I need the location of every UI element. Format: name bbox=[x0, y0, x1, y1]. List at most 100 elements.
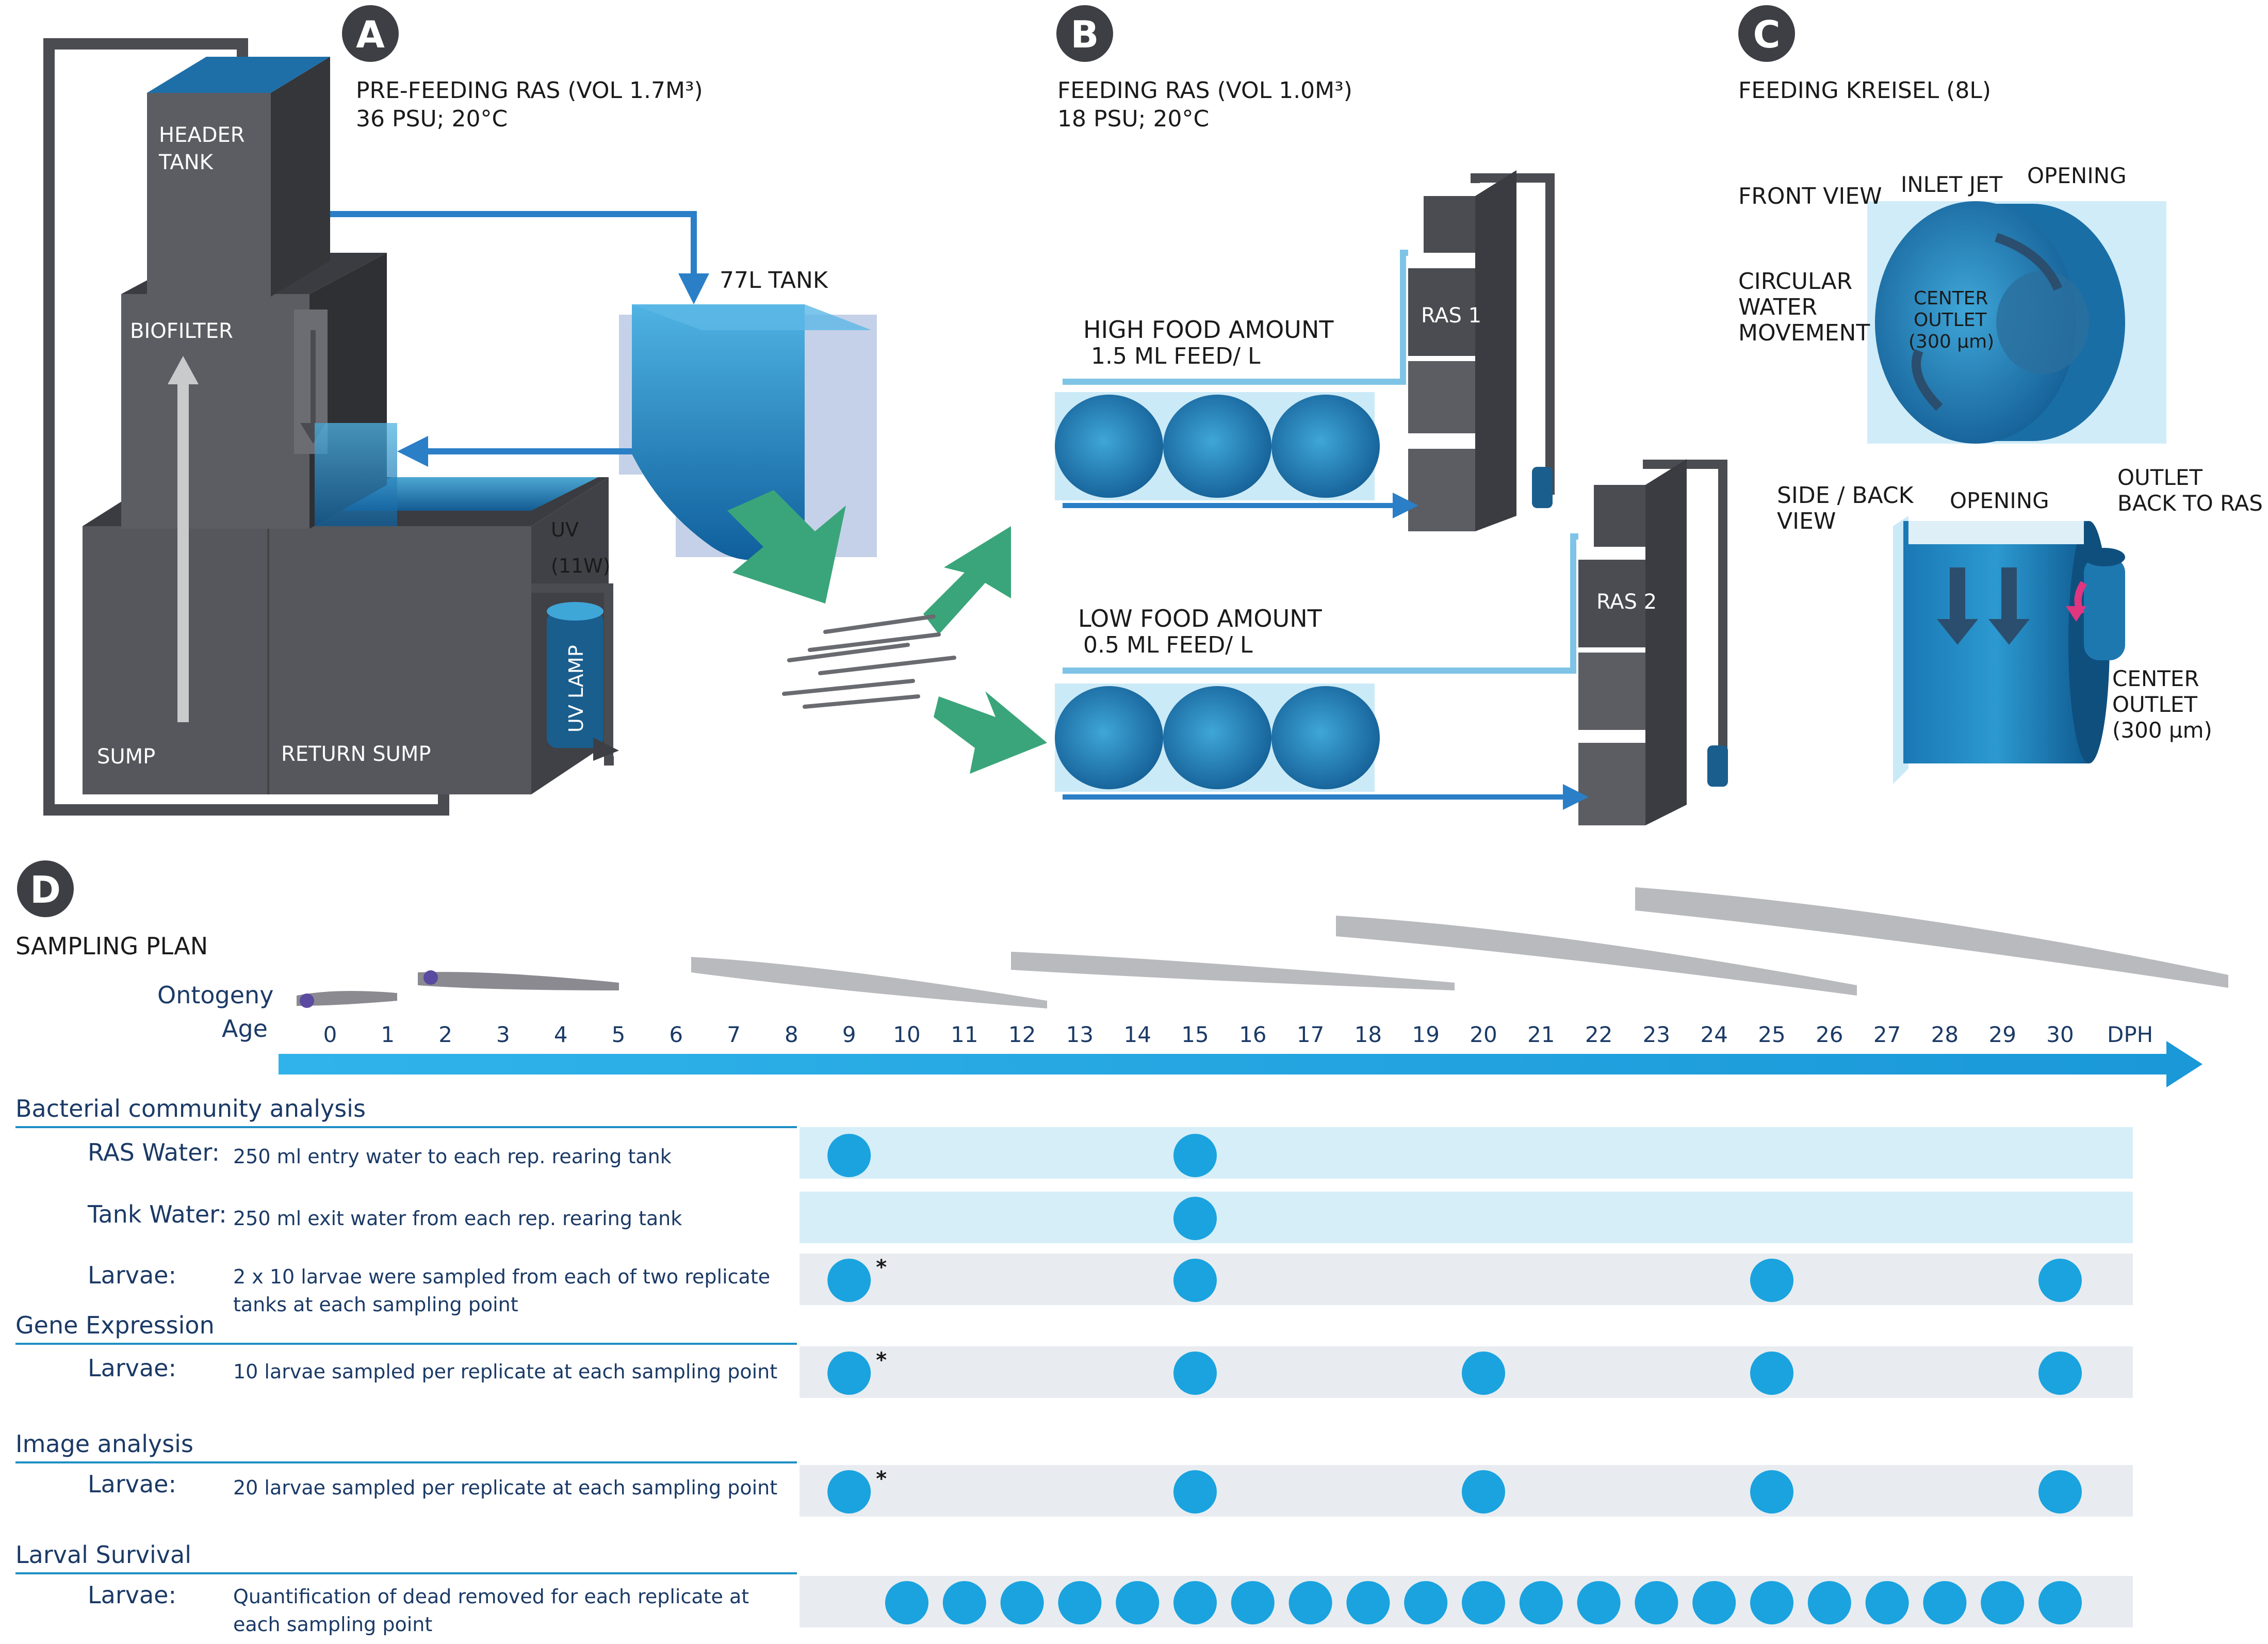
day-tick-23: 23 bbox=[1643, 1022, 1670, 1047]
row-band bbox=[799, 1254, 2133, 1305]
sampling-dot-day-14 bbox=[1116, 1581, 1160, 1624]
sampling-dot-day-19 bbox=[1404, 1581, 1448, 1624]
age-label: Age bbox=[222, 1015, 268, 1043]
section-image: Image analysis bbox=[15, 1430, 193, 1458]
panel-a-letter: A bbox=[356, 13, 385, 56]
high-food-label-1: HIGH FOOD AMOUNT bbox=[1083, 316, 1334, 344]
green-arrow-right bbox=[934, 691, 1047, 774]
center-b-label-2: OUTLET bbox=[2112, 692, 2197, 717]
panel-d-badge bbox=[17, 860, 74, 917]
outlet-back-label-2: BACK TO RAS bbox=[2117, 491, 2263, 516]
center-b-label-1: CENTER bbox=[2112, 666, 2199, 691]
sampling-plan-title: SAMPLING PLAN bbox=[15, 932, 208, 960]
sampling-row-tank-water: Tank Water: 250 ml exit water from each … bbox=[87, 1192, 2133, 1243]
sampling-row-bacterial-larvae: Larvae: 2 x 10 larvae were sampled from … bbox=[88, 1254, 2133, 1316]
front-view-label: FRONT VIEW bbox=[1738, 183, 1882, 209]
low-supply-line bbox=[1063, 533, 1578, 674]
side-back-label-1: SIDE / BACK bbox=[1777, 482, 1914, 509]
sampling-dot-day-15 bbox=[1173, 1134, 1217, 1177]
day-tick-4: 4 bbox=[554, 1022, 568, 1047]
day-tick-13: 13 bbox=[1066, 1022, 1094, 1047]
day-tick-27: 27 bbox=[1873, 1022, 1901, 1047]
row-desc-1: 2 x 10 larvae were sampled from each of … bbox=[233, 1265, 770, 1288]
day-tick-26: 26 bbox=[1816, 1022, 1843, 1047]
sampling-dot-day-15 bbox=[1173, 1259, 1217, 1302]
panel-b-badge bbox=[1056, 5, 1113, 62]
panel-c: C FEEDING KREISEL (8L) FRONT VIEW INLET … bbox=[1738, 5, 2263, 784]
center-outlet-label-3: (300 µm) bbox=[1908, 331, 1994, 352]
sampling-dot-day-12 bbox=[1000, 1581, 1044, 1624]
day-tick-14: 14 bbox=[1123, 1022, 1151, 1047]
sampling-dot-day-24 bbox=[1692, 1581, 1736, 1624]
day-tick-16: 16 bbox=[1239, 1022, 1266, 1047]
sampling-dot-day-20 bbox=[1462, 1581, 1505, 1624]
sampling-dot-day-25 bbox=[1750, 1470, 1793, 1513]
kreisel-front-view bbox=[1867, 201, 2166, 444]
day-tick-18: 18 bbox=[1355, 1022, 1382, 1047]
row-label: Larvae: bbox=[88, 1261, 176, 1289]
asterisk-note: * bbox=[876, 1256, 887, 1279]
sampling-row-ras-water: RAS Water: 250 ml entry water to each re… bbox=[88, 1127, 2133, 1179]
circular-label-1: CIRCULAR bbox=[1738, 268, 1852, 295]
day-tick-10: 10 bbox=[893, 1022, 920, 1047]
sampling-dot-day-23 bbox=[1635, 1581, 1678, 1624]
kreisel-side-view bbox=[1893, 516, 2125, 784]
ras1-label: RAS 1 bbox=[1421, 304, 1481, 328]
row-desc-1: Quantification of dead removed for each … bbox=[233, 1585, 749, 1608]
row-desc-2: tanks at each sampling point bbox=[233, 1293, 518, 1316]
sampling-dot-day-28 bbox=[1923, 1581, 1967, 1624]
asterisk-note: * bbox=[876, 1467, 887, 1491]
row-desc-2: each sampling point bbox=[233, 1613, 432, 1636]
row-label: Tank Water: bbox=[87, 1200, 227, 1228]
sampling-dot-day-9 bbox=[827, 1259, 871, 1302]
header-tank-label-2: TANK bbox=[158, 151, 214, 174]
day-tick-29: 29 bbox=[1988, 1022, 2016, 1047]
day-tick-28: 28 bbox=[1931, 1022, 1959, 1047]
sampling-dot-day-30 bbox=[2038, 1470, 2082, 1513]
section-survival: Larval Survival bbox=[15, 1541, 191, 1569]
circular-label-2: WATER bbox=[1738, 294, 1817, 320]
sampling-dot-day-26 bbox=[1807, 1581, 1851, 1624]
center-outlet-label-1: CENTER bbox=[1914, 288, 1988, 309]
waterfall bbox=[315, 423, 397, 526]
header-tank-label-1: HEADER bbox=[159, 123, 245, 147]
ontogeny-larvae bbox=[297, 887, 2228, 1008]
uv-label-2: (11W) bbox=[551, 555, 611, 577]
biofilter-label: BIOFILTER bbox=[130, 319, 233, 343]
day-tick-25: 25 bbox=[1758, 1022, 1785, 1047]
row-desc: 250 ml entry water to each rep. rearing … bbox=[233, 1145, 672, 1168]
sampling-dot-day-9 bbox=[827, 1470, 871, 1513]
sampling-dot-day-16 bbox=[1231, 1581, 1275, 1624]
panel-a-badge bbox=[342, 5, 399, 62]
uv-lamp bbox=[531, 583, 619, 766]
day-tick-24: 24 bbox=[1700, 1022, 1727, 1047]
sampling-dot-day-15 bbox=[1173, 1352, 1217, 1395]
sampling-dot-day-25 bbox=[1750, 1259, 1793, 1302]
asterisk-note: * bbox=[876, 1348, 887, 1372]
opening2-label: OPENING bbox=[1950, 488, 2049, 513]
section-gene: Gene Expression bbox=[15, 1311, 215, 1339]
inlet-jet-label: INLET JET bbox=[1901, 172, 2003, 197]
day-tick-17: 17 bbox=[1297, 1022, 1324, 1047]
row-label: Larvae: bbox=[88, 1581, 176, 1609]
day-tick-6: 6 bbox=[669, 1022, 683, 1047]
sampling-dot-day-27 bbox=[1865, 1581, 1909, 1624]
day-tick-22: 22 bbox=[1585, 1022, 1612, 1047]
pipe-header-to-77l bbox=[330, 211, 709, 304]
ras2-column bbox=[1578, 459, 1728, 825]
day-tick-2: 2 bbox=[438, 1022, 452, 1047]
return-pipe bbox=[43, 38, 449, 816]
row-band bbox=[799, 1192, 2133, 1243]
sampling-dot-day-30 bbox=[2038, 1259, 2082, 1302]
sampling-dot-day-25 bbox=[1750, 1581, 1793, 1624]
sampling-dot-day-13 bbox=[1058, 1581, 1102, 1624]
sampling-dot-day-20 bbox=[1462, 1352, 1505, 1395]
row-label: RAS Water: bbox=[88, 1138, 220, 1166]
sampling-row-survival-larvae: Larvae: Quantification of dead removed f… bbox=[88, 1576, 2133, 1636]
sampling-dot-day-9 bbox=[827, 1352, 871, 1395]
section-bacterial: Bacterial community analysis bbox=[15, 1095, 366, 1122]
sampling-dot-day-29 bbox=[1981, 1581, 2025, 1624]
high-food-label-2: 1.5 ML FEED/ L bbox=[1091, 343, 1261, 369]
outlet-back-label-1: OUTLET bbox=[2117, 465, 2202, 490]
